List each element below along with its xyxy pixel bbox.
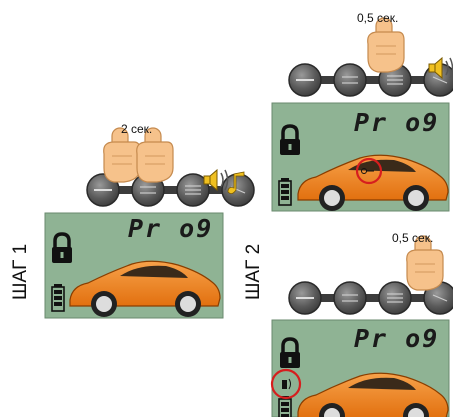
music-note-icon	[227, 171, 245, 194]
lcd-text-1: Pr o9	[128, 214, 214, 243]
key-icon	[361, 168, 374, 174]
door-icon	[282, 378, 291, 390]
finger-icon	[136, 127, 174, 183]
timing-05sec-bottom: 0,5 сек.	[392, 231, 434, 245]
step1-finger-a	[103, 127, 141, 183]
highlight-circle	[355, 157, 383, 185]
timing-2sec: 2 сек.	[121, 122, 153, 136]
lcd-text-2: Pr o9	[354, 108, 440, 137]
step1-label: ШАГ 1	[10, 243, 31, 300]
timing-05sec-top: 0,5 сек.	[357, 11, 399, 25]
highlight-circle	[270, 368, 302, 400]
step1-sound	[203, 169, 245, 194]
finger-icon	[103, 127, 141, 183]
step1-finger-b	[136, 127, 174, 183]
finger-icon	[367, 17, 405, 73]
lcd-text-3: Pr o9	[354, 324, 440, 353]
step2-label: ШАГ 2	[243, 243, 264, 300]
